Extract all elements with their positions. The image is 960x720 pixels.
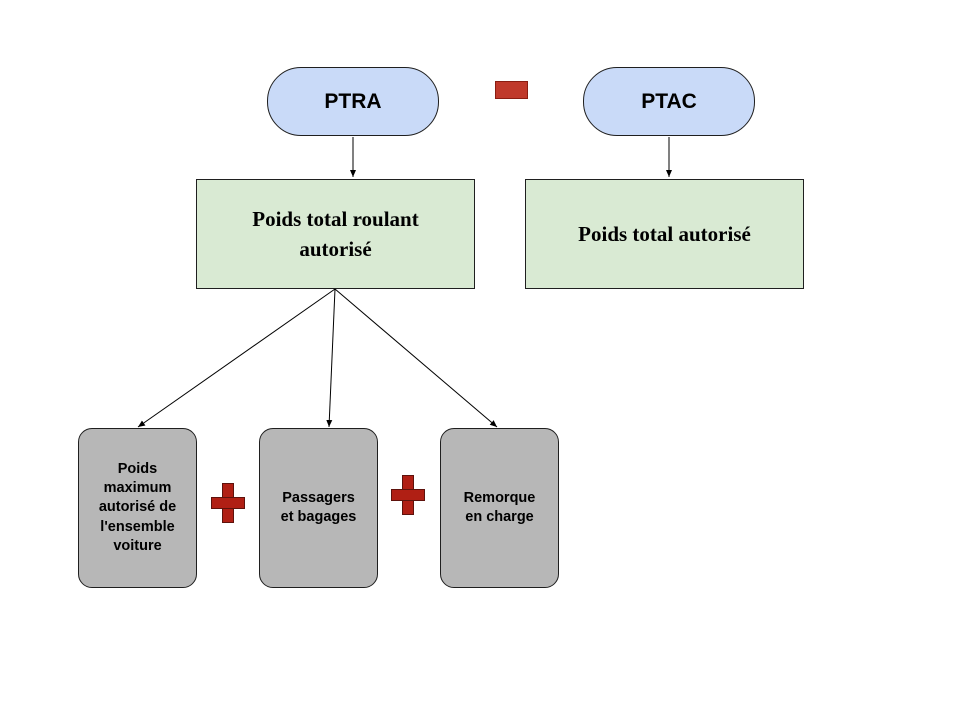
card-remorque-charge[interactable]: Remorque en charge [440, 428, 559, 588]
card-a-line-2: maximum [103, 480, 172, 497]
ptac-definition-box[interactable]: Poids total autorisé [525, 179, 804, 289]
card-a-line-3: autorisé de [98, 499, 177, 516]
card-b-line-2: et bagages [280, 509, 357, 525]
ptac-definition-label: Poids total autorisé [578, 221, 751, 246]
card-passagers-bagages[interactable]: Passagers et bagages [259, 428, 378, 588]
card-b-line-1: Passagers [282, 489, 355, 506]
ptra-node[interactable]: PTRA [267, 67, 439, 136]
edge-ptra-def-to-card-a [137, 288, 336, 428]
ptra-definition-line-2: autorisé [299, 237, 372, 261]
ptra-definition-line-1: Poids total roulant [252, 206, 419, 231]
edge-ptra-def-to-card-b [326, 288, 336, 428]
card-c-line-1: Remorque [463, 489, 536, 506]
card-a-line-1: Poids [117, 461, 158, 478]
card-ensemble-voiture[interactable]: Poids maximum autorisé de l'ensemble voi… [78, 428, 197, 588]
plus-operator-1 [211, 483, 245, 523]
edge-ptra-def-to-card-c [334, 288, 498, 428]
ptac-label: PTAC [641, 89, 697, 113]
ptac-node[interactable]: PTAC [583, 67, 755, 136]
card-a-line-4: l'ensemble [100, 518, 175, 535]
card-a-line-5: voiture [113, 537, 162, 554]
ptra-label: PTRA [324, 89, 382, 113]
ptra-definition-box[interactable]: Poids total roulant autorisé [196, 179, 475, 289]
plus-operator-2 [391, 475, 425, 515]
card-c-line-2: en charge [465, 509, 534, 525]
minus-operator [495, 81, 528, 99]
